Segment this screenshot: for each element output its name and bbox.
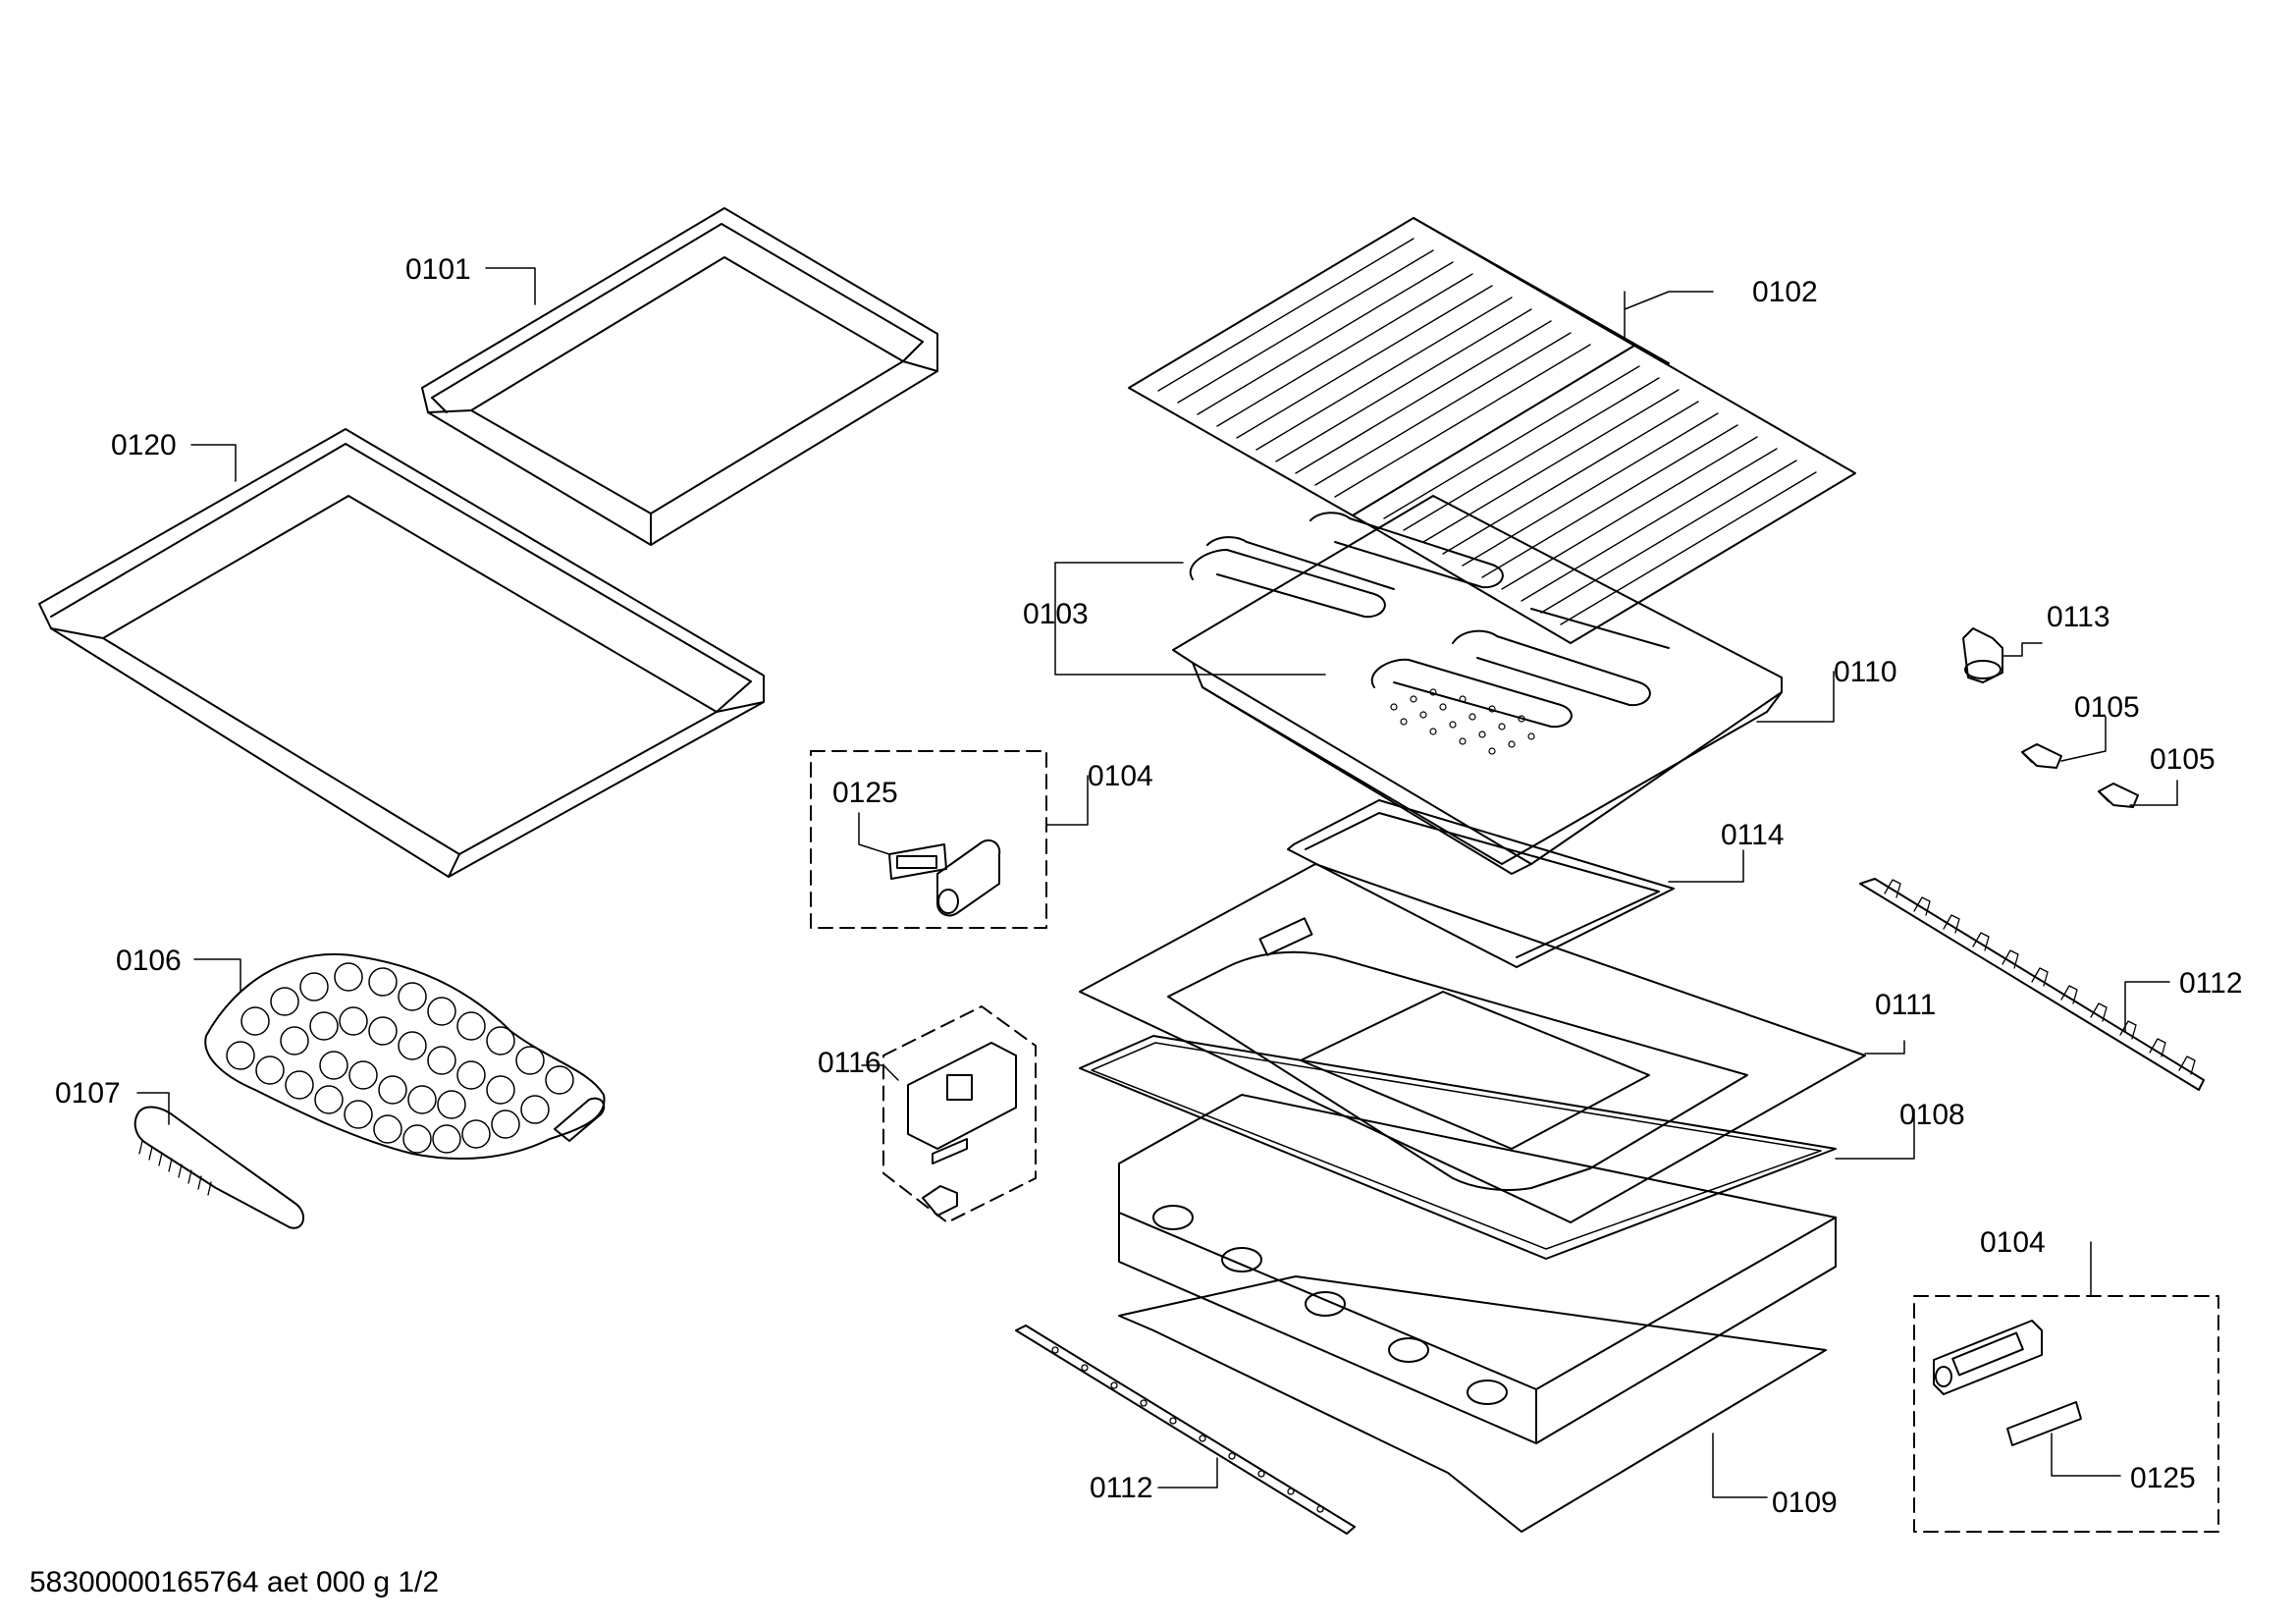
label-0102: 0102 bbox=[1752, 276, 1818, 308]
label-0112-a: 0112 bbox=[2179, 967, 2243, 1000]
document-footer-code: 58300000165764 aet 000 g 1/2 bbox=[29, 1566, 440, 1598]
label-0125-b: 0125 bbox=[2130, 1462, 2196, 1494]
label-0109: 0109 bbox=[1772, 1487, 1838, 1519]
label-0110: 0110 bbox=[1834, 656, 1897, 688]
label-0104-a: 0104 bbox=[1088, 760, 1153, 792]
trough-part bbox=[1079, 863, 1866, 1223]
label-0125-a: 0125 bbox=[832, 777, 898, 809]
label-0101: 0101 bbox=[405, 253, 471, 286]
tray-large-part bbox=[38, 428, 765, 878]
sensor-part bbox=[1962, 627, 2003, 683]
leader-lines bbox=[136, 267, 2178, 1498]
label-0113: 0113 bbox=[2047, 601, 2110, 633]
clip-part-a bbox=[2021, 743, 2062, 769]
gasket-part bbox=[1079, 1035, 1837, 1260]
label-0103: 0103 bbox=[1023, 598, 1089, 630]
label-0106: 0106 bbox=[116, 945, 182, 977]
label-0112-b: 0112 bbox=[1090, 1472, 1153, 1504]
label-0105-a: 0105 bbox=[2074, 691, 2140, 724]
label-0120: 0120 bbox=[111, 429, 177, 461]
clip-part-b bbox=[2098, 783, 2139, 808]
trim-strip-right bbox=[1859, 878, 2205, 1091]
housing-part bbox=[1118, 1094, 1837, 1533]
label-0104-b: 0104 bbox=[1980, 1226, 2046, 1259]
label-0114: 0114 bbox=[1721, 819, 1785, 851]
label-0107: 0107 bbox=[55, 1077, 121, 1110]
label-0108: 0108 bbox=[1899, 1099, 1965, 1131]
trim-strip-left bbox=[1015, 1325, 1356, 1535]
grill-stones-part bbox=[204, 952, 606, 1160]
brush-part bbox=[133, 1106, 304, 1229]
label-0105-b: 0105 bbox=[2150, 743, 2216, 776]
label-0111: 0111 bbox=[1875, 989, 1936, 1021]
kit-box-top bbox=[810, 750, 1047, 929]
label-0116: 0116 bbox=[818, 1047, 881, 1079]
kit-box-bottom bbox=[1913, 1295, 2219, 1533]
controller-kit-box bbox=[882, 1005, 1037, 1223]
tray-small-part bbox=[421, 207, 938, 546]
cover-plate-part bbox=[1287, 799, 1675, 968]
heating-element-part bbox=[1189, 512, 1670, 729]
grill-grate-part bbox=[1128, 217, 1856, 644]
part-labels: 0101 0120 0102 0103 0110 0113 0105 0105 … bbox=[55, 253, 2243, 1519]
